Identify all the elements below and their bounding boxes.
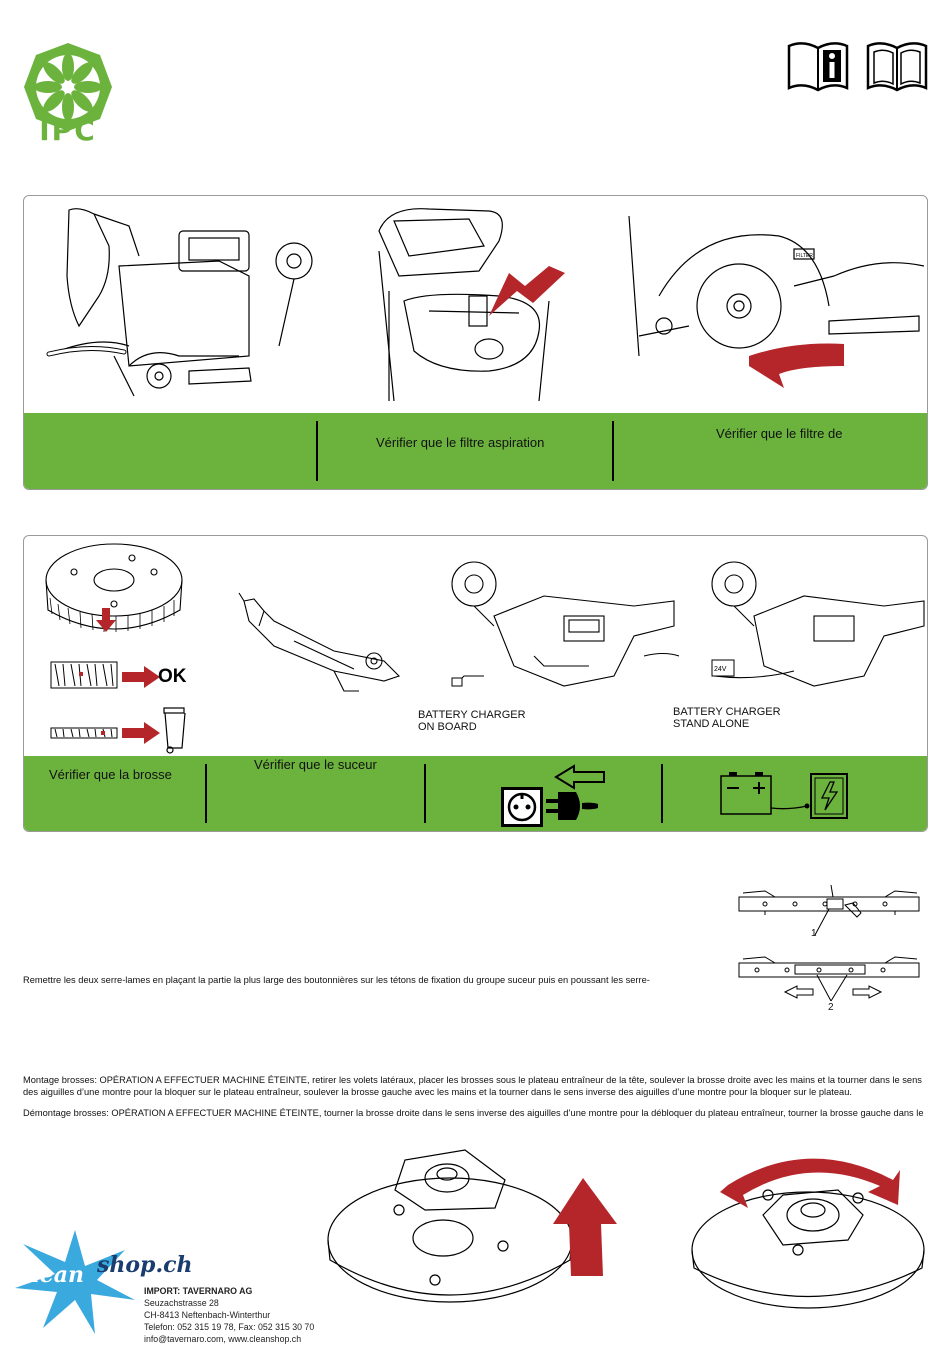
open-book-icon <box>866 42 928 92</box>
trash-bin-icon <box>163 707 186 754</box>
charger-on-board-illustration <box>451 561 679 687</box>
charger-stand-alone-illustration: 24V <box>711 561 925 687</box>
caption-step-2: Vérifier que le filtre aspiration <box>376 435 545 450</box>
callout-2: 2 <box>828 1002 834 1013</box>
brush-worn-sample <box>50 727 118 739</box>
panel-1-caption-bar: Vérifier que le filtre aspiration Vérifi… <box>24 413 927 489</box>
brush-ok-sample <box>50 661 118 689</box>
arrow-right-icon <box>122 666 160 688</box>
logo-shop-text: shop.ch <box>97 1252 193 1278</box>
panel-2-caption-bar: Vérifier que la brosse Vérifier que le s… <box>24 756 927 831</box>
squeegee-instruction-text: Remettre les deux serre-lames en plaçant… <box>23 975 650 985</box>
brush-mounting-text: Montage brosses: OPÉRATION A EFFECTUER M… <box>23 1075 922 1097</box>
voltage-label: 24V <box>714 666 727 673</box>
logo-clean-text: clean <box>18 1262 84 1288</box>
power-plug-icon <box>546 792 598 820</box>
drain-tank-illustration <box>46 208 313 397</box>
brush-removal-text: Démontage brosses: OPÉRATION A EFFECTUER… <box>23 1108 924 1118</box>
ok-label: OK <box>158 666 187 687</box>
divider <box>424 764 426 823</box>
caption-step-3: Vérifier que le filtre de <box>716 426 843 441</box>
callout-1: 1 <box>811 928 817 939</box>
squeegee-blade-clamp-illustration <box>738 885 920 1002</box>
squeegee-check-illustration <box>238 592 401 692</box>
cleanshop-logo-icon <box>15 1230 135 1334</box>
company-address: IMPORT: TAVERNARO AG Seuzachstrasse 28 C… <box>144 1286 315 1344</box>
charger-on-board-caption: BATTERY CHARGER ON BOARD <box>418 709 526 733</box>
divider <box>661 764 663 823</box>
maintenance-panel-1: FILTER Vérifier que le filtre aspiration… <box>23 195 928 490</box>
ipc-logo-icon <box>24 43 112 131</box>
filter-wheel-illustration: FILTER <box>628 216 924 388</box>
divider <box>205 764 207 823</box>
brush-wear-illustration <box>45 543 183 632</box>
divider <box>316 421 318 481</box>
battery-charger-icon <box>720 772 848 819</box>
brand-name: IPC <box>39 114 97 147</box>
filter-tag-label: FILTER <box>796 253 813 259</box>
charger-stand-alone-caption: BATTERY CHARGER STAND ALONE <box>673 706 781 730</box>
suction-filter-illustration <box>378 208 565 402</box>
maintenance-panel-2: OK <box>23 535 928 832</box>
manual-info-icon <box>787 42 849 92</box>
power-socket-icon <box>501 787 543 827</box>
caption-brush: Vérifier que la brosse <box>49 767 172 782</box>
brush-lift-illustration <box>327 1149 617 1303</box>
caption-squeegee: Vérifier que le suceur <box>254 757 377 772</box>
divider <box>612 421 614 481</box>
brush-rotate-illustration <box>691 1158 925 1309</box>
arrow-left-outline-icon <box>554 764 605 790</box>
arrow-right-icon <box>122 722 160 744</box>
